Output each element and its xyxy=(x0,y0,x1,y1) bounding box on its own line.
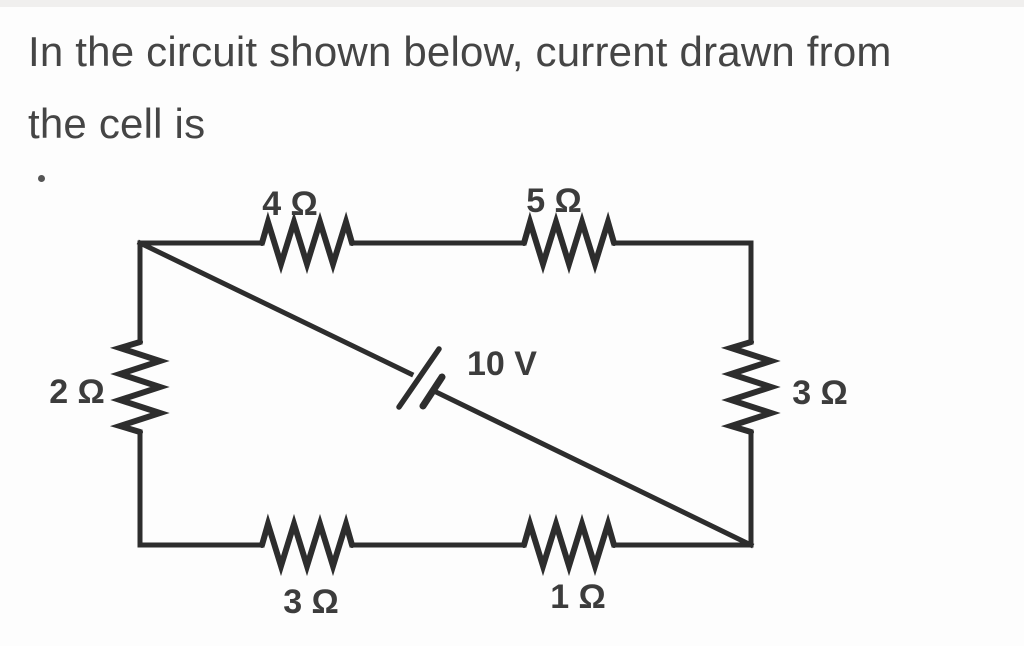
cell-voltage-label: 10 V xyxy=(467,345,537,383)
resistor-bottom-right-icon xyxy=(521,513,617,577)
resistor-bottom-left-label: 3 Ω xyxy=(283,583,339,621)
question-text: In the circuit shown below, current draw… xyxy=(28,16,892,160)
resistor-top-right-icon xyxy=(521,211,617,275)
wire-diagonal-upper xyxy=(136,239,415,378)
resistor-left-label: 2 Ω xyxy=(49,373,105,411)
resistor-top-right-label: 5 Ω xyxy=(526,182,582,220)
cell-negative-plate-icon xyxy=(419,373,446,410)
resistor-top-left-icon xyxy=(259,211,355,275)
question-line-1: In the circuit shown below, current draw… xyxy=(28,28,892,75)
question-line-2: the cell is xyxy=(28,100,206,147)
resistor-right-label: 3 Ω xyxy=(792,374,848,412)
resistor-left-icon xyxy=(109,339,170,435)
resistor-top-left-label: 4 Ω xyxy=(262,185,318,223)
resistor-right-icon xyxy=(720,339,781,435)
stray-dot xyxy=(38,175,45,182)
resistor-bottom-left-icon xyxy=(259,513,355,577)
resistor-bottom-right-label: 1 Ω xyxy=(550,578,606,616)
wire-diagonal-lower xyxy=(430,387,755,549)
cell-positive-plate-icon xyxy=(396,346,442,410)
top-edge-smudge xyxy=(0,0,1024,7)
